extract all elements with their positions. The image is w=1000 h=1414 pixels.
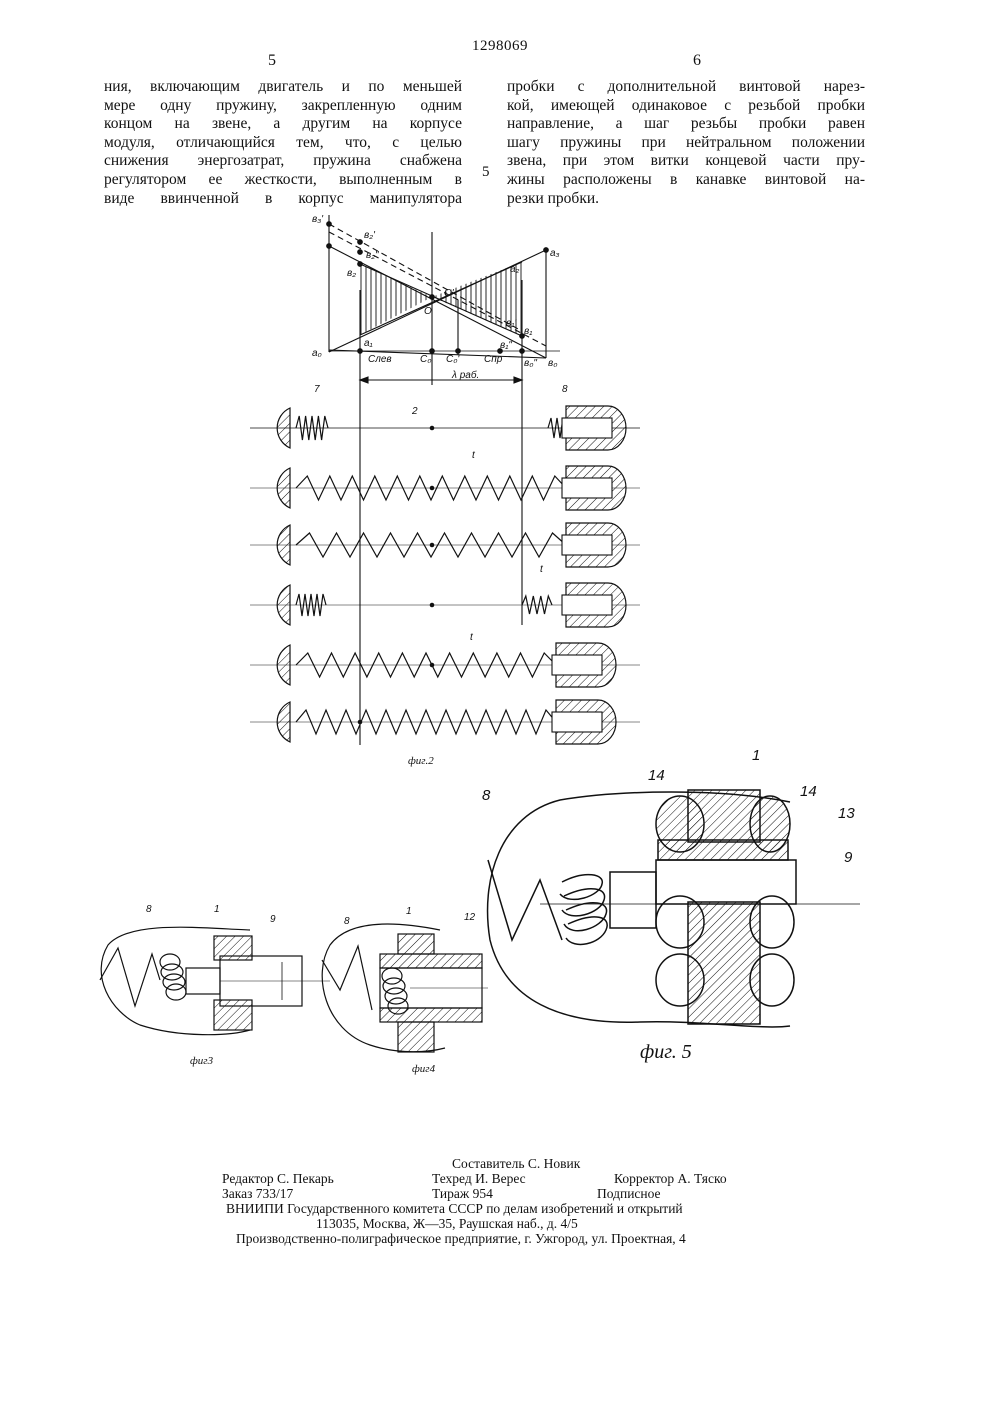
imprint-tech: Техред И. Верес [432, 1171, 526, 1187]
fig5-label-ring-right: 14 [800, 783, 817, 800]
fig5-labels: 8 1 14 14 13 9 фиг. 5 [482, 747, 855, 1063]
label-c-lev: Cлев [368, 354, 392, 365]
label-b0: в₀ [548, 358, 557, 369]
fig3-caption: фиг3 [190, 1055, 214, 1067]
spring-row [250, 583, 640, 627]
imprint-compiler: Составитель С. Новик [452, 1156, 580, 1172]
label-b2pp: в₂" [366, 250, 379, 261]
fig4-caption: фиг4 [412, 1063, 436, 1075]
spring-row [250, 523, 640, 567]
fig5-label-ring-left: 14 [648, 767, 665, 784]
label-b1pp: в₁" [500, 340, 512, 351]
label-b2p: в₂' [364, 230, 376, 241]
imprint-org: ВНИИПИ Государственного комитета СССР по… [226, 1201, 683, 1217]
plug-shaft [562, 478, 612, 498]
spring-row [250, 406, 640, 450]
fig4-label-plug: 12 [464, 912, 476, 923]
fig3-label-spring: 8 [146, 904, 152, 915]
plug-shaft [562, 595, 612, 615]
imprint-circulation: Тираж 954 [432, 1186, 493, 1202]
link-node [430, 663, 435, 668]
label-c0p: C₀' [446, 354, 460, 365]
imprint-order: Заказ 733/17 [222, 1186, 293, 1202]
imprint-editor: Редактор С. Пекарь [222, 1171, 334, 1187]
label-b1p: в₁' [506, 318, 517, 329]
fig5-caption: фиг. 5 [640, 1041, 692, 1063]
fig5-label-bushing: 13 [838, 805, 855, 822]
label-a3: a₃ [550, 248, 560, 259]
label-c-pr: Cпр [484, 354, 503, 365]
label-a1: a₁ [364, 338, 373, 349]
link-node [430, 486, 435, 491]
label-a0: a₀ [312, 348, 322, 359]
fig2-caption: фиг.2 [408, 755, 434, 767]
label-b1: в₁ [524, 326, 532, 337]
label-o: O [424, 306, 432, 317]
link-node [358, 720, 363, 725]
label-b0pp: в₀" [524, 358, 537, 369]
label-pitch-t: t [540, 564, 544, 575]
fig5-drawing [488, 790, 860, 1027]
fig4-label-body: 1 [406, 906, 412, 917]
imprint-address: 113035, Москва, Ж—35, Раушская наб., д. … [316, 1216, 578, 1232]
fig2-spring-rows [250, 406, 640, 744]
fig3-label-body: 1 [214, 904, 220, 915]
fig5-label-body: 1 [752, 747, 760, 764]
label-pitch-t: t [472, 450, 476, 461]
fig4-drawing [322, 924, 488, 1052]
label-pitch-t: t [470, 632, 474, 643]
fig5-label-plug: 9 [844, 849, 853, 866]
plug-shaft [562, 535, 612, 555]
label-c0: C₀ [420, 354, 431, 365]
imprint-printer: Производственно-полиграфическое предприя… [236, 1231, 686, 1247]
plug-shaft [552, 712, 602, 732]
label-b2: в₂ [347, 268, 356, 279]
label-a2: a₂ [510, 264, 520, 275]
spring-row [250, 700, 640, 744]
fig5-label-spring: 8 [482, 787, 491, 804]
plug-shaft [562, 418, 612, 438]
link-node [430, 426, 435, 431]
link-node [430, 543, 435, 548]
fig4-label-spring: 8 [344, 916, 350, 927]
label-op: O' [444, 288, 455, 299]
label-spring-8: 8 [562, 384, 568, 395]
link-node [430, 603, 435, 608]
imprint-corrector: Корректор А. Тяско [614, 1171, 727, 1187]
plug-shaft [552, 655, 602, 675]
fig3-drawing [100, 927, 330, 1034]
label-link-2: 2 [411, 406, 418, 417]
spring-row [250, 643, 640, 687]
spring-row [250, 466, 640, 510]
label-spring-7: 7 [314, 384, 320, 395]
fig3-label-plug: 9 [270, 914, 276, 925]
fig2-part-labels: 7 8 2 t t t фиг.2 [314, 384, 568, 767]
label-b3p: в₃' [312, 214, 324, 225]
imprint-subscription: Подписное [597, 1186, 661, 1202]
label-lambda: λ раб. [451, 369, 479, 381]
